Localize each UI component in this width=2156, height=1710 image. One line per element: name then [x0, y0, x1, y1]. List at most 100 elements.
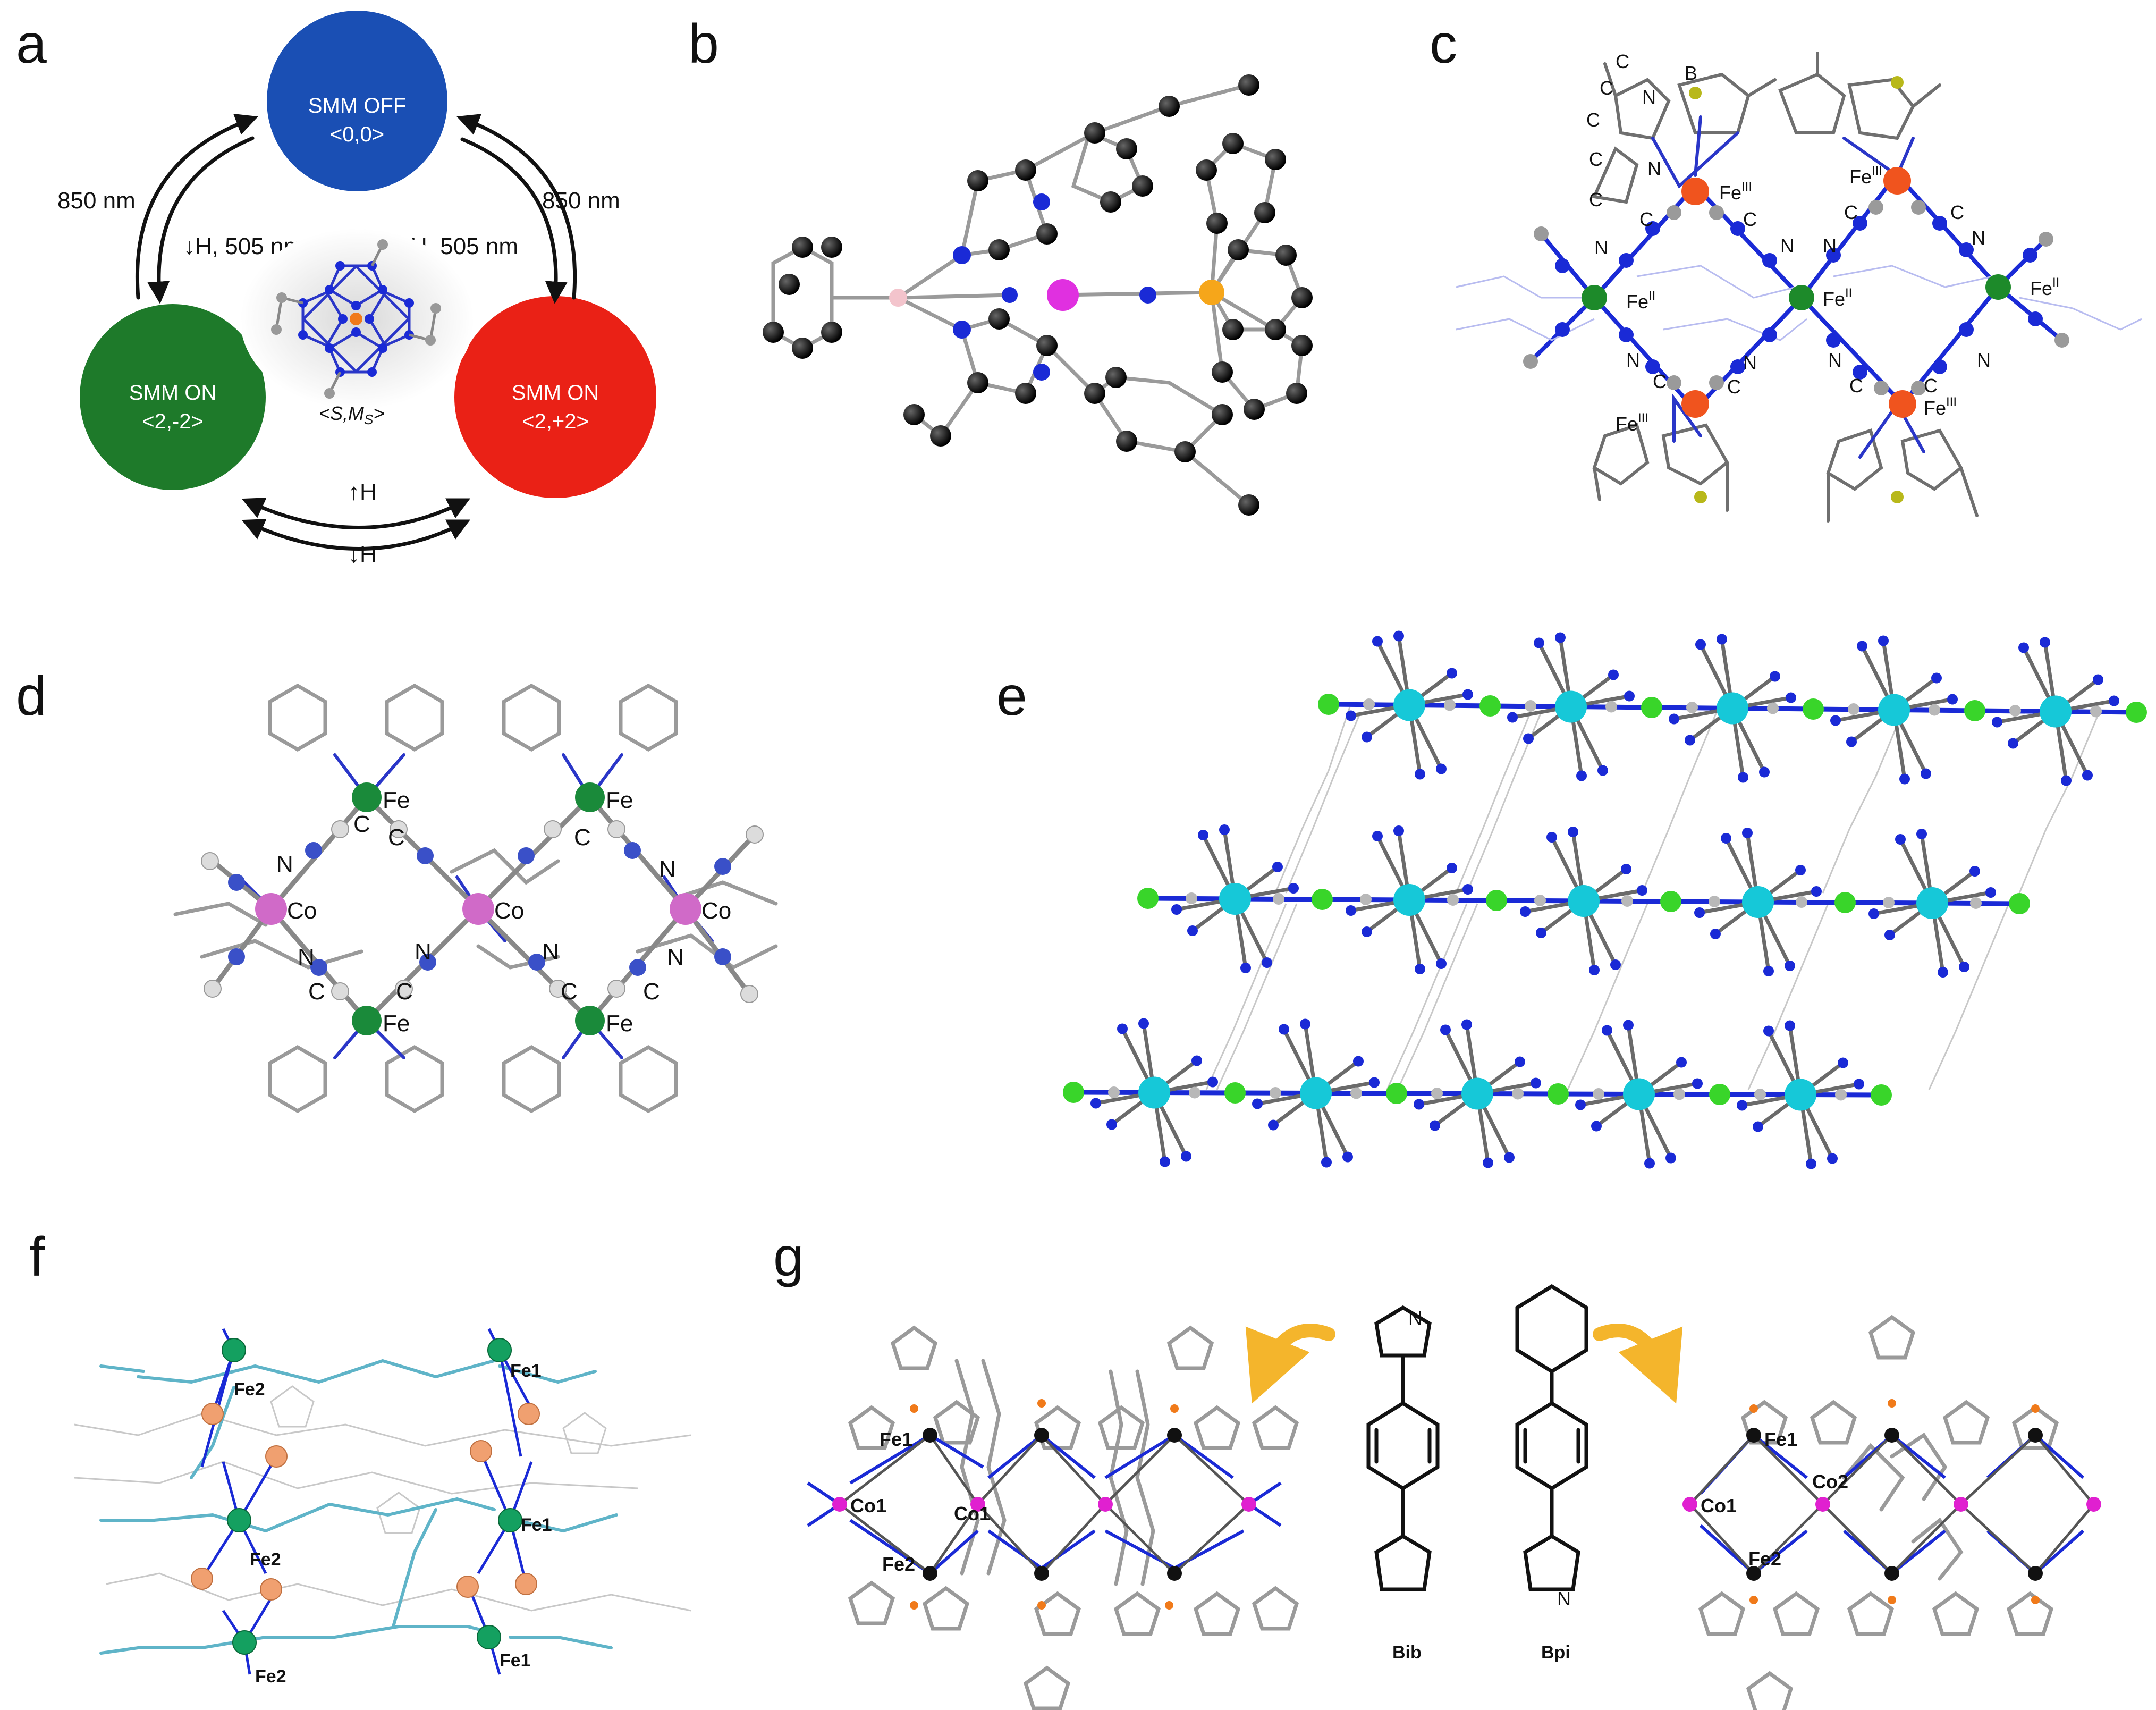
nitrogen-atom — [1321, 1157, 1332, 1168]
label-c: C — [353, 811, 370, 837]
nitrogen-atom — [1830, 715, 1841, 726]
nitrogen-atom — [1759, 766, 1770, 778]
carbon-atom — [1108, 1086, 1120, 1098]
boron-atom — [889, 289, 907, 307]
metal-center-green — [1063, 1082, 1084, 1103]
label-c-atom: C — [1589, 148, 1603, 170]
nitrogen-atom — [1857, 641, 1867, 652]
metal-center-green — [2009, 893, 2030, 914]
carbon-atom — [1605, 701, 1617, 713]
label-fe1: Fe1 — [510, 1361, 542, 1381]
nitrogen-atom — [1770, 671, 1780, 682]
carbon-atom — [1431, 1088, 1443, 1099]
metal-center-green — [1137, 888, 1159, 909]
nitrogen-atom — [1346, 710, 1356, 721]
metal-center-cyan — [1555, 690, 1587, 723]
nitrogen-atom — [1916, 829, 1927, 839]
label-fe2-left: Fe2 — [882, 1553, 915, 1575]
label-c: C — [388, 824, 405, 850]
smm-on-minus-circle — [80, 304, 266, 490]
nitrogen-atom — [1717, 634, 1727, 645]
metal-center-green — [1871, 1084, 1892, 1106]
nitrogen-atom — [1504, 1152, 1515, 1163]
label-fe3: FeIII — [1616, 411, 1648, 435]
label-c-atom: C — [1727, 376, 1741, 398]
smm-on-minus-state: <2,-2> — [142, 410, 204, 433]
nitrogen-atom — [1721, 833, 1731, 844]
nitrogen-atom — [1806, 1158, 1816, 1169]
label-c-atom: C — [1616, 50, 1629, 72]
label-fe2-right: Fe2 — [1748, 1548, 1781, 1570]
nitrogen-atom — [1362, 731, 1372, 743]
nitrogen-atom — [1811, 886, 1822, 897]
carbon-atom — [1360, 894, 1372, 905]
panel-label-e: e — [996, 666, 1027, 727]
carbon-atom — [1363, 698, 1375, 710]
label-n-atom: N — [1972, 227, 1985, 249]
label-c-atom: C — [1849, 375, 1863, 397]
nitrogen-atom — [1624, 690, 1635, 702]
carbon-atom — [1686, 702, 1698, 713]
metal-center-cyan — [1742, 886, 1774, 918]
nitrogen-atom — [1589, 965, 1600, 975]
nitrogen-atom — [1795, 865, 1806, 875]
panel-label-b: b — [688, 13, 719, 75]
nitrogen-atom — [1117, 1023, 1128, 1034]
metal-center-cyan — [1393, 884, 1425, 916]
network-bib: Fe1 Co1 Co1 Fe2 — [807, 1328, 1297, 1708]
nitrogen-atom — [1353, 1056, 1364, 1067]
label-c-atom: C — [1639, 208, 1653, 230]
nitrogen-atom — [1090, 1098, 1101, 1109]
nitrogen-atom — [1623, 1020, 1634, 1031]
nitrogen-atom — [1531, 1077, 1541, 1089]
label-c-atom: C — [1586, 109, 1600, 131]
nitrogen-atom — [1854, 1079, 1864, 1090]
nitrogen-atom — [1838, 1057, 1848, 1068]
nitrogen-atom — [1985, 887, 1996, 898]
panel-d: d — [16, 666, 778, 1111]
nitrogen-atom — [1621, 864, 1631, 874]
panel-e: e — [996, 630, 2147, 1169]
ligand-bpi — [1515, 1284, 1588, 1591]
label-c: C — [643, 979, 660, 1005]
nitrogen-atom — [1694, 907, 1705, 918]
metal-center-cyan — [1785, 1079, 1816, 1111]
label-fe: Fe — [383, 1010, 410, 1037]
label-b-atom: B — [1685, 62, 1697, 84]
label-fe2: Fe2 — [234, 1379, 265, 1400]
nitrogen-atom — [1415, 964, 1425, 974]
label-fe2: FeII — [2030, 275, 2059, 299]
nitrogen-atom — [1992, 717, 2002, 728]
label-c-atom: C — [1653, 370, 1667, 392]
nitrogen-atom — [1219, 824, 1230, 835]
nitrogen-atom — [1191, 1055, 1202, 1066]
nitrogen-atom — [1921, 768, 1931, 779]
arrow-to-right — [1593, 1324, 1683, 1404]
label-co: Co — [701, 898, 731, 924]
panel-g: g — [773, 1226, 2101, 1710]
nitrogen-atom — [1369, 1077, 1380, 1088]
carbon-atom — [1444, 699, 1456, 711]
nitrogen-atom — [1665, 1152, 1676, 1164]
nitrogen-atom — [2082, 770, 2093, 781]
carbon-atom — [1270, 1087, 1281, 1099]
nitrogen-atom — [1931, 672, 1942, 684]
label-fe2: Fe2 — [250, 1549, 281, 1570]
label-co: Co — [494, 898, 524, 924]
label-bib: Bib — [1392, 1642, 1422, 1663]
metal-center-cyan — [1461, 1077, 1493, 1110]
label-co: Co — [287, 898, 317, 924]
metal-center-cyan — [1717, 692, 1748, 725]
label-n-atom: N — [1647, 158, 1661, 180]
smm-off-title: SMM OFF — [308, 94, 406, 117]
nitrogen-atom — [1591, 1121, 1602, 1132]
label-n-atom: N — [1780, 235, 1794, 257]
nitrogen-atom — [1436, 763, 1447, 774]
nitrogen-atom — [1710, 929, 1721, 939]
nitrogen-atom — [1198, 830, 1208, 840]
nitrogen-atom — [1240, 963, 1251, 973]
nitrogen-atom — [2018, 642, 2029, 653]
arrow-left-down — [147, 136, 255, 304]
metal-center-cyan — [2040, 695, 2072, 728]
nitrogen-atom — [1160, 1156, 1170, 1167]
